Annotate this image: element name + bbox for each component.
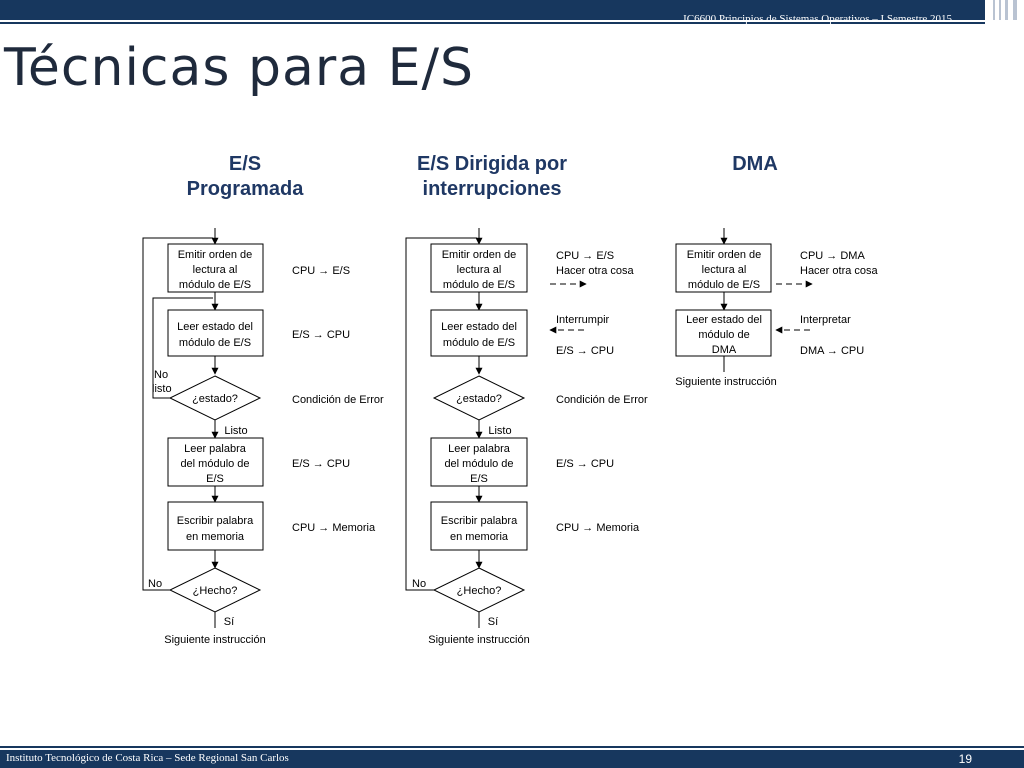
- box-leer-palabra-line: Leer palabra: [184, 443, 247, 455]
- heading-line: E/S: [228, 153, 262, 175]
- note-cpu-es: CPU → E/S: [556, 250, 614, 262]
- box-emitir-line: lectura al: [457, 264, 502, 276]
- slide-title: Técnicas para E/S: [4, 38, 475, 98]
- box-leer-palabra-line: E/S: [206, 473, 224, 485]
- note-cpu-memoria: CPU → Memoria: [292, 522, 376, 534]
- box-leer-estado-dma-line: DMA: [712, 344, 737, 356]
- note-condicion-error: Condición de Error: [292, 394, 384, 406]
- note-dma-cpu: DMA → CPU: [800, 345, 864, 357]
- note-cpu-es: CPU → E/S: [292, 265, 350, 277]
- flow-dma: [675, 228, 813, 372]
- box-leer-palabra-line: del módulo de: [444, 458, 513, 470]
- box-escribir-line: Escribir palabra: [177, 515, 254, 527]
- box-emitir-line: Emitir orden de: [178, 249, 253, 261]
- heading-line: interrupciones: [422, 178, 562, 200]
- decision-hecho: ¿Hecho?: [193, 585, 238, 597]
- box-emitir-line: módulo de E/S: [443, 279, 515, 291]
- note-es-cpu: E/S → CPU: [292, 329, 350, 341]
- siguiente-instruccion: Siguiente instrucción: [164, 634, 266, 646]
- flowchart-diagram: Emitir orden de lectura al módulo de E/S…: [142, 228, 879, 646]
- header-rule: [0, 22, 985, 24]
- label-listo: Listo: [488, 425, 511, 437]
- header-decoration: [999, 0, 1001, 20]
- box-escribir-line: Escribir palabra: [441, 515, 518, 527]
- decision-estado: ¿estado?: [456, 393, 502, 405]
- label-no: No: [412, 578, 426, 590]
- note-hacer-otra-cosa: Hacer otra cosa: [800, 265, 879, 277]
- box-leer-palabra-line: E/S: [470, 473, 488, 485]
- box-leer-estado-dma-line: módulo de: [698, 329, 749, 341]
- column-heading-interrupciones: E/S Dirigida por interrupciones: [392, 152, 592, 202]
- footer-institution: Instituto Tecnológico de Costa Rica – Se…: [6, 752, 289, 764]
- label-no-listo: No: [154, 369, 168, 381]
- course-label: IC6600 Principios de Sistemas Operativos…: [683, 13, 952, 25]
- flow-programada-text: Emitir orden de lectura al módulo de E/S…: [164, 249, 266, 646]
- box-escribir-line: en memoria: [186, 531, 245, 543]
- note-es-cpu: E/S → CPU: [556, 458, 614, 470]
- footer-bar: Instituto Tecnológico de Costa Rica – Se…: [0, 750, 1024, 768]
- note-interrumpir: Interrumpir: [556, 314, 610, 326]
- box-leer-estado-line: Leer estado del: [177, 321, 253, 333]
- box-escribir-line: en memoria: [450, 531, 509, 543]
- header-decoration: [1013, 0, 1017, 20]
- box-emitir-line: lectura al: [193, 264, 238, 276]
- note-interpretar: Interpretar: [800, 314, 851, 326]
- note-es-cpu: E/S → CPU: [292, 458, 350, 470]
- note-cpu-dma: CPU → DMA: [800, 250, 865, 262]
- flow-dma-text: Emitir orden de lectura al módulo de E/S…: [675, 249, 777, 388]
- label-no-listo: listo: [152, 383, 172, 395]
- header-decoration: [993, 0, 995, 20]
- box-emitir-line: Emitir orden de: [442, 249, 517, 261]
- heading-line: DMA: [732, 153, 778, 175]
- siguiente-instruccion: Siguiente instrucción: [675, 376, 777, 388]
- box-leer-estado-line: módulo de E/S: [443, 337, 515, 349]
- header-bar: IC6600 Principios de Sistemas Operativos…: [0, 0, 1024, 28]
- flow-interrupciones-labels: No CPU → E/S Hacer otra cosa Interrumpir…: [412, 250, 648, 590]
- box-emitir-line: lectura al: [702, 264, 747, 276]
- note-es-cpu: E/S → CPU: [556, 345, 614, 357]
- flow-interrupciones: [405, 228, 587, 628]
- box-emitir-line: módulo de E/S: [179, 279, 251, 291]
- note-cpu-memoria: CPU → Memoria: [556, 522, 640, 534]
- page-number: 19: [958, 752, 972, 766]
- footer-rule: [0, 746, 1024, 748]
- label-si: Sí: [224, 616, 234, 628]
- flow-programada-labels: No No listo CPU → E/S E/S → CPU Condició…: [148, 265, 384, 590]
- box-leer-estado-line: Leer estado del: [441, 321, 517, 333]
- note-condicion-error: Condición de Error: [556, 394, 648, 406]
- label-listo: Listo: [224, 425, 247, 437]
- box-leer-palabra-line: del módulo de: [180, 458, 249, 470]
- box-emitir-line: módulo de E/S: [688, 279, 760, 291]
- decision-estado: ¿estado?: [192, 393, 238, 405]
- header-band: [0, 0, 985, 20]
- heading-line: E/S Dirigida por: [416, 153, 568, 175]
- label-si: Sí: [488, 616, 498, 628]
- box-leer-estado-line: módulo de E/S: [179, 337, 251, 349]
- box-emitir-line: Emitir orden de: [687, 249, 762, 261]
- decision-hecho: ¿Hecho?: [457, 585, 502, 597]
- header-decoration: [1005, 0, 1008, 20]
- flow-dma-labels: CPU → DMA Hacer otra cosa Interpretar DM…: [800, 250, 879, 357]
- column-heading-dma: DMA: [700, 152, 810, 177]
- label-no: No: [148, 578, 162, 590]
- box-leer-estado-dma-line: Leer estado del: [686, 314, 762, 326]
- heading-line: Programada: [186, 178, 304, 200]
- note-hacer-otra-cosa: Hacer otra cosa: [556, 265, 635, 277]
- box-leer-palabra-line: Leer palabra: [448, 443, 511, 455]
- column-heading-programada: E/S Programada: [160, 152, 330, 202]
- siguiente-instruccion: Siguiente instrucción: [428, 634, 530, 646]
- flow-programada: [142, 228, 264, 628]
- flow-interrupciones-text: Emitir orden de lectura al módulo de E/S…: [428, 249, 530, 646]
